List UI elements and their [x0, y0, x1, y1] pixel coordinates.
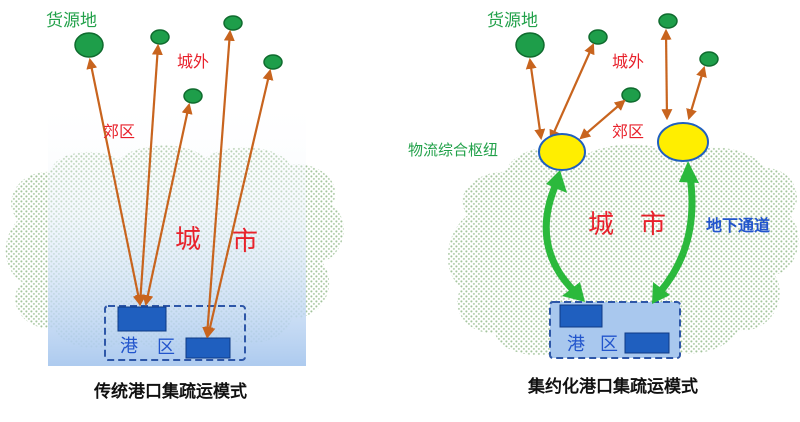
right-caption: 集约化港口集疏运模式 [527, 376, 698, 397]
right-city-char-1: 城 [588, 210, 614, 240]
right-suburb-label: 郊区 [612, 122, 644, 141]
left-port-block-1 [117, 306, 167, 332]
right-road-arrow-2 [549, 42, 595, 142]
right-source-node-3 [658, 13, 678, 29]
left-suburb-label: 郊区 [103, 122, 135, 141]
right-tunnel-arrowhead-left-top [546, 170, 567, 193]
left-panel: 货源地 城外 郊区 城 市 港 区 传统港口集疏运模式 [5, 11, 344, 402]
left-source-node-main [74, 32, 104, 58]
left-city-char-2: 市 [232, 227, 258, 257]
right-source-node-5 [699, 51, 719, 67]
left-port-char-2: 区 [157, 337, 175, 358]
right-city-char-2: 市 [640, 210, 666, 240]
right-port-block-1 [559, 304, 603, 328]
left-source-node-3 [223, 15, 243, 31]
left-road-arrow-5 [204, 68, 274, 339]
right-source-label: 货源地 [487, 11, 538, 31]
right-road-arrow-5 [686, 65, 707, 121]
right-tunnel-arrow-left [542, 182, 576, 293]
right-tunnel-arrowhead-right-top [679, 161, 699, 183]
right-port-char-2: 区 [600, 334, 618, 355]
left-source-label: 货源地 [46, 11, 97, 31]
right-tunnel-label: 地下通道 [706, 216, 770, 235]
right-port-char-1: 港 [567, 334, 585, 355]
left-outer-label: 城外 [177, 52, 209, 71]
right-tunnel-arrowhead-left-bottom [562, 282, 585, 302]
left-road-arrow-1 [86, 57, 144, 307]
right-tunnel-arrowhead-right-bottom [652, 282, 670, 304]
right-hub-1 [538, 133, 586, 171]
left-port-block-2 [185, 337, 231, 359]
left-city-char-1: 城 [175, 225, 201, 255]
right-hub-label: 物流综合枢纽 [408, 141, 498, 159]
left-source-node-4 [183, 88, 203, 104]
right-tunnel-arrow-right [657, 175, 696, 295]
right-panel: 货源地 城外 郊区 物流综合枢纽 城 市 地下通道 港 区 集约化港口集疏运模式 [408, 11, 799, 397]
right-source-node-2 [588, 29, 608, 45]
left-caption: 传统港口集疏运模式 [93, 381, 247, 402]
right-road-arrow-1 [525, 57, 546, 141]
right-source-node-4 [621, 87, 641, 103]
right-road-arrow-3 [579, 99, 626, 140]
right-road-arrow-4 [660, 28, 673, 121]
left-port-char-1: 港 [120, 336, 138, 357]
left-source-node-5 [263, 54, 283, 70]
left-source-node-2 [150, 29, 170, 45]
tunnel-arrows [542, 161, 699, 304]
right-source-node-main [515, 32, 545, 58]
right-port-block-2 [624, 332, 670, 354]
right-city-cloud [447, 144, 799, 359]
right-outer-label: 城外 [612, 52, 644, 71]
left-road-arrow-3 [142, 102, 193, 307]
right-hub-2 [657, 122, 709, 162]
